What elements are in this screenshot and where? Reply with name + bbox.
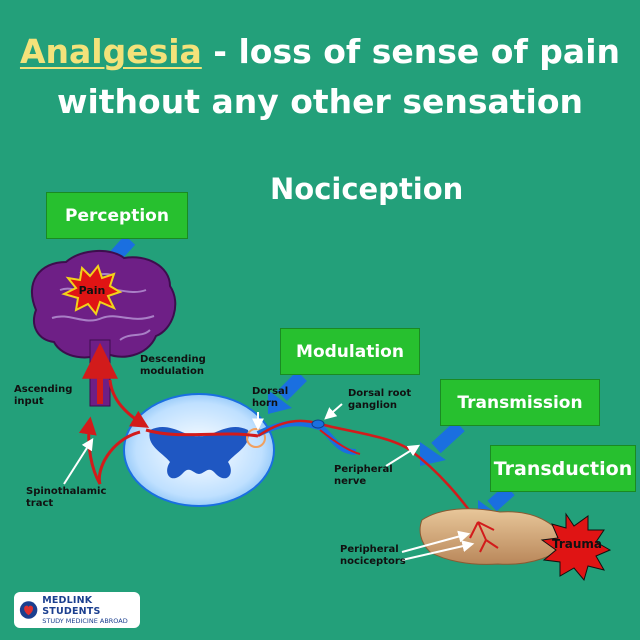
label-descending-modulation-line1: Descending [140,354,206,366]
label-descending-modulation: Descending modulation [140,354,206,378]
logo-line1: MEDLINK STUDENTS [42,595,140,617]
label-peripheral-nerve-line1: Peripheral [334,464,393,476]
label-spinothalamic-tract: Spinothalamic tract [26,486,106,510]
label-spinothalamic-tract-line2: tract [26,498,106,510]
label-peripheral-nerve-line2: nerve [334,476,393,488]
label-peripheral-nociceptors-line2: nociceptors [340,556,406,568]
spinothalamic-pointer [64,440,92,484]
label-peripheral-nociceptors: Peripheral nociceptors [340,544,406,568]
brain [32,251,175,406]
label-dorsal-root-ganglion-line2: ganglion [348,400,411,412]
logo-text: MEDLINK STUDENTS STUDY MEDICINE ABROAD [42,595,140,625]
logo-line2: STUDY MEDICINE ABROAD [42,617,140,625]
label-ascending-input-line2: input [14,396,72,408]
label-ascending-input: Ascending input [14,384,72,408]
label-spinothalamic-tract-line1: Spinothalamic [26,486,106,498]
medlink-logo: MEDLINK STUDENTS STUDY MEDICINE ABROAD [14,592,140,628]
transduction-arrow [492,490,510,506]
transmission-box: Transmission [440,379,600,426]
label-dorsal-horn-line2: horn [252,398,288,410]
tissue [420,509,566,565]
ganglion-pointer [326,404,342,418]
trauma-burst: Trauma [542,514,610,580]
modulation-box: Modulation [280,328,420,375]
label-dorsal-root-ganglion: Dorsal root ganglion [348,388,411,412]
trauma-burst-label: Trauma [552,537,602,551]
label-dorsal-horn-line1: Dorsal [252,386,288,398]
spinal-cord [124,394,274,506]
label-ascending-input-line1: Ascending [14,384,72,396]
transmission-arrow [436,426,460,448]
dorsal-root-ganglion [312,420,324,428]
label-descending-modulation-line2: modulation [140,366,206,378]
label-dorsal-root-ganglion-line1: Dorsal root [348,388,411,400]
tissue-shape [420,509,566,565]
transduction-box: Transduction [490,445,636,492]
pain-burst-label: Pain [79,284,106,297]
heart-globe-icon [19,599,38,621]
label-dorsal-horn: Dorsal horn [252,386,288,410]
peripheral-nerve-pointer [386,446,418,466]
label-peripheral-nociceptors-line1: Peripheral [340,544,406,556]
perception-box: Perception [46,192,188,239]
label-peripheral-nerve: Peripheral nerve [334,464,393,488]
